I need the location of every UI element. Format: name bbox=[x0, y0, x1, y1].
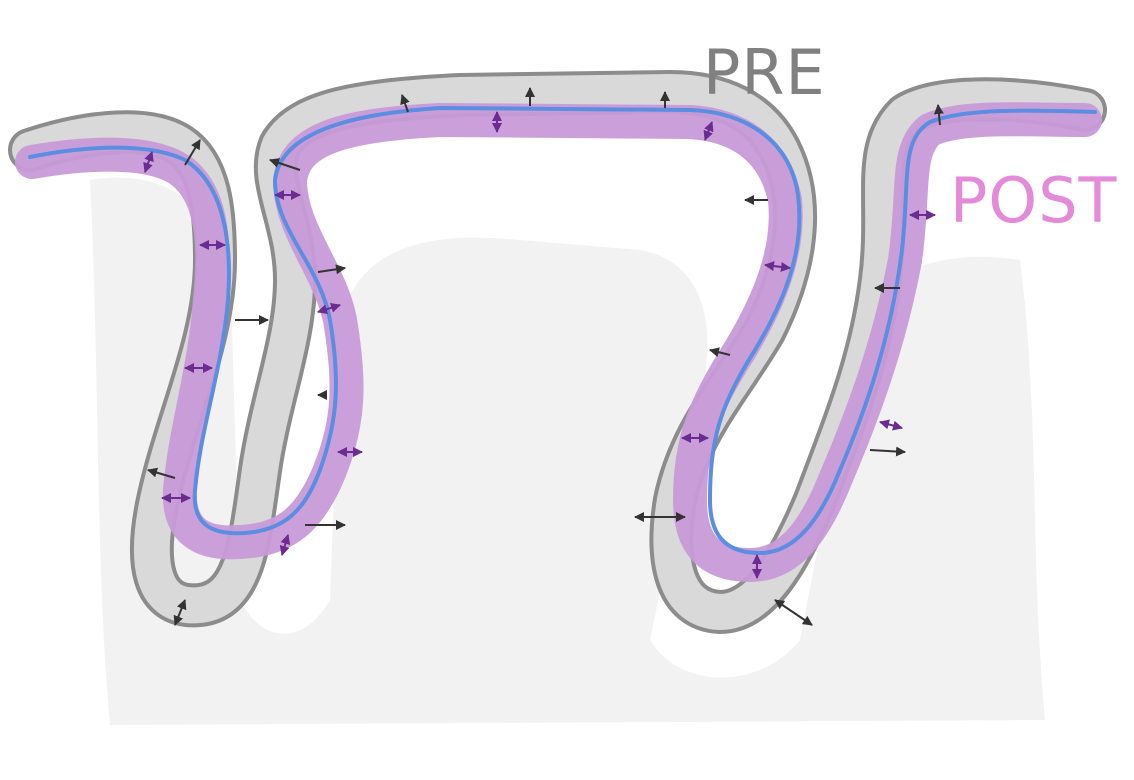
post-label: POST bbox=[950, 164, 1118, 237]
pre-label: PRE bbox=[703, 36, 826, 109]
midline bbox=[28, 106, 1097, 555]
pre-arrows bbox=[147, 87, 944, 626]
post-arrows bbox=[143, 111, 936, 579]
tissue-background bbox=[90, 177, 1045, 725]
